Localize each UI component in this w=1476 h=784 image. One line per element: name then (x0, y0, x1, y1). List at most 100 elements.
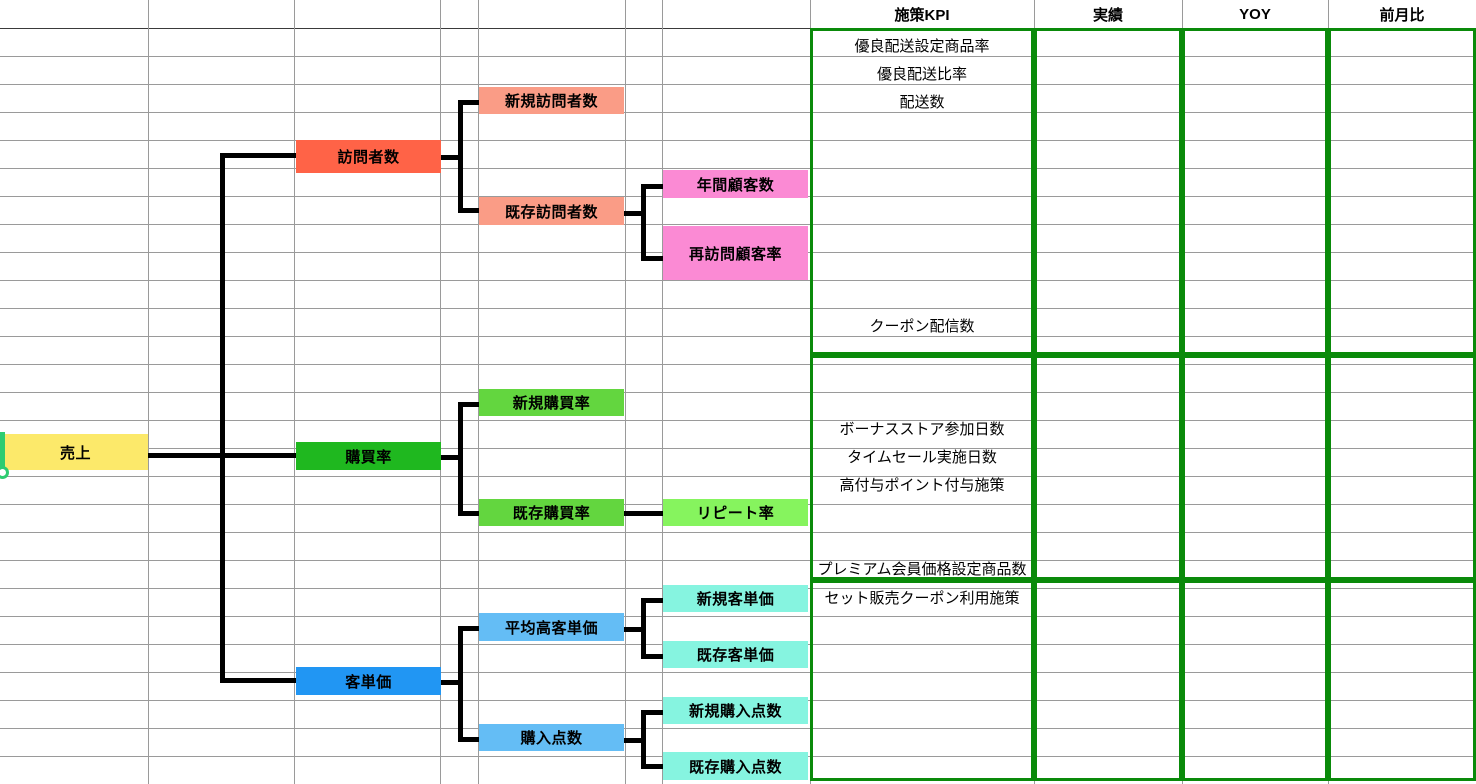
grid-line-h (0, 140, 1476, 141)
header-label: 施策KPI (894, 6, 950, 24)
kpi-item[interactable] (813, 115, 1031, 143)
kpi-item[interactable] (813, 199, 1031, 227)
kpi-block-value-cell[interactable] (1328, 580, 1476, 781)
kpi-item[interactable] (813, 358, 1031, 386)
node-existing-visitors[interactable]: 既存訪問者数 (479, 197, 624, 225)
kpi-item[interactable] (813, 143, 1031, 171)
node-label: 既存購入点数 (688, 758, 782, 776)
kpi-item[interactable] (813, 386, 1031, 414)
node-existing-purchase-rate[interactable]: 既存購買率 (479, 499, 624, 526)
connector-line (624, 211, 644, 216)
node-annual-customers[interactable]: 年間顧客数 (663, 170, 808, 198)
node-revisit-customer-rate[interactable]: 再訪問顧客率 (663, 226, 808, 280)
connector-line (624, 738, 644, 743)
node-label: 売上 (59, 444, 91, 462)
node-new-purchase-count[interactable]: 新規購入点数 (663, 697, 808, 724)
kpi-item[interactable]: ボーナスストア参加日数 (839, 420, 1005, 438)
node-sales[interactable]: 売上 (3, 434, 148, 470)
kpi-item[interactable] (813, 611, 1031, 639)
grid-line-h (0, 56, 1476, 57)
grid-line-h (0, 84, 1476, 85)
kpi-block-value-cell[interactable] (1034, 28, 1182, 355)
node-existing-purchase-count[interactable]: 既存購入点数 (663, 752, 808, 780)
kpi-item[interactable]: プレミアム会員価格設定商品数 (817, 560, 1027, 578)
node-purchase-count[interactable]: 購入点数 (479, 724, 624, 751)
grid-line-h (0, 420, 1476, 421)
node-purchase-rate[interactable]: 購買率 (296, 442, 441, 470)
node-unit-price[interactable]: 客単価 (296, 667, 441, 695)
kpi-table-header-actual: 実績 (1034, 0, 1182, 28)
kpi-item[interactable] (813, 227, 1031, 255)
connector-line (458, 737, 482, 742)
kpi-item[interactable] (813, 639, 1031, 667)
connector-line (641, 598, 646, 657)
selection-handle-bar[interactable] (0, 432, 5, 476)
connector-line (220, 153, 298, 158)
kpi-item[interactable] (813, 723, 1031, 751)
connector-line (441, 455, 463, 460)
header-label: 前月比 (1379, 6, 1425, 24)
kpi-item[interactable] (813, 751, 1031, 778)
grid-line-h (0, 560, 1476, 561)
kpi-block-measure-cell[interactable]: セット販売クーポン利用施策 (810, 580, 1034, 781)
kpi-block-value-cell[interactable] (1182, 28, 1328, 355)
node-new-purchase-rate[interactable]: 新規購買率 (479, 389, 624, 416)
grid-line-h (0, 616, 1476, 617)
kpi-item[interactable] (813, 526, 1031, 554)
grid-line-h (0, 28, 1476, 29)
connector-line (220, 678, 298, 683)
node-label: 新規購入点数 (688, 703, 782, 720)
connector-line (458, 208, 482, 213)
kpi-item[interactable]: 優良配送設定商品率 (854, 37, 990, 55)
kpi-item[interactable]: 優良配送比率 (876, 65, 967, 83)
grid-line-h (0, 224, 1476, 225)
kpi-block-value-cell[interactable] (1328, 355, 1476, 580)
connector-line (624, 627, 644, 632)
kpi-item[interactable] (813, 255, 1031, 283)
kpi-item[interactable]: タイムセール実施日数 (847, 448, 997, 466)
grid-line-h (0, 532, 1476, 533)
kpi-item[interactable] (813, 283, 1031, 311)
kpi-item[interactable]: セット販売クーポン利用施策 (824, 589, 1020, 607)
node-new-visitors[interactable]: 新規訪問者数 (479, 87, 624, 114)
kpi-block-value-cell[interactable] (1034, 355, 1182, 580)
kpi-block-value-cell[interactable] (1182, 580, 1328, 781)
connector-line (641, 598, 665, 603)
kpi-block-value-cell[interactable] (1034, 580, 1182, 781)
node-label: 既存訪問者数 (504, 203, 598, 221)
node-existing-unit-price[interactable]: 既存客単価 (663, 641, 808, 668)
kpi-item[interactable]: 配送数 (899, 93, 945, 111)
kpi-item[interactable]: 高付与ポイント付与施策 (839, 476, 1005, 494)
node-label: 訪問者数 (337, 149, 400, 166)
connector-line (458, 626, 482, 631)
connector-line (458, 402, 482, 407)
grid-line-h (0, 112, 1476, 113)
kpi-item[interactable]: クーポン配信数 (869, 317, 975, 335)
grid-line-v (294, 0, 295, 784)
kpi-block-measure-cell[interactable]: 優良配送設定商品率優良配送比率配送数クーポン配信数 (810, 28, 1034, 355)
connector-line (641, 184, 646, 260)
grid-line-h (0, 476, 1476, 477)
kpi-block-value-cell[interactable] (1328, 28, 1476, 355)
connector-line (458, 626, 463, 738)
kpi-item[interactable] (813, 779, 1031, 781)
node-visitors[interactable]: 訪問者数 (296, 140, 441, 173)
kpi-item-list: セット販売クーポン利用施策 (813, 583, 1031, 781)
grid-line-h (0, 448, 1476, 449)
kpi-block-value-cell[interactable] (1182, 355, 1328, 580)
kpi-item[interactable] (813, 171, 1031, 199)
node-label: 新規購買率 (512, 395, 591, 412)
kpi-item[interactable] (813, 667, 1031, 695)
connector-line (641, 654, 665, 659)
kpi-block-measure-cell[interactable]: ボーナスストア参加日数タイムセール実施日数高付与ポイント付与施策プレミアム会員価… (810, 355, 1034, 580)
grid-line-v (440, 0, 441, 784)
node-label: リピート率 (696, 505, 775, 522)
kpi-item[interactable] (813, 498, 1031, 526)
node-avg-high-unit-price[interactable]: 平均高客単価 (479, 613, 624, 641)
selection-handle-dot[interactable] (0, 466, 9, 479)
node-new-unit-price[interactable]: 新規客単価 (663, 585, 808, 612)
connector-line (458, 100, 463, 213)
node-label: 購入点数 (520, 730, 583, 747)
kpi-item[interactable] (813, 695, 1031, 723)
node-repeat-rate[interactable]: リピート率 (663, 499, 808, 526)
